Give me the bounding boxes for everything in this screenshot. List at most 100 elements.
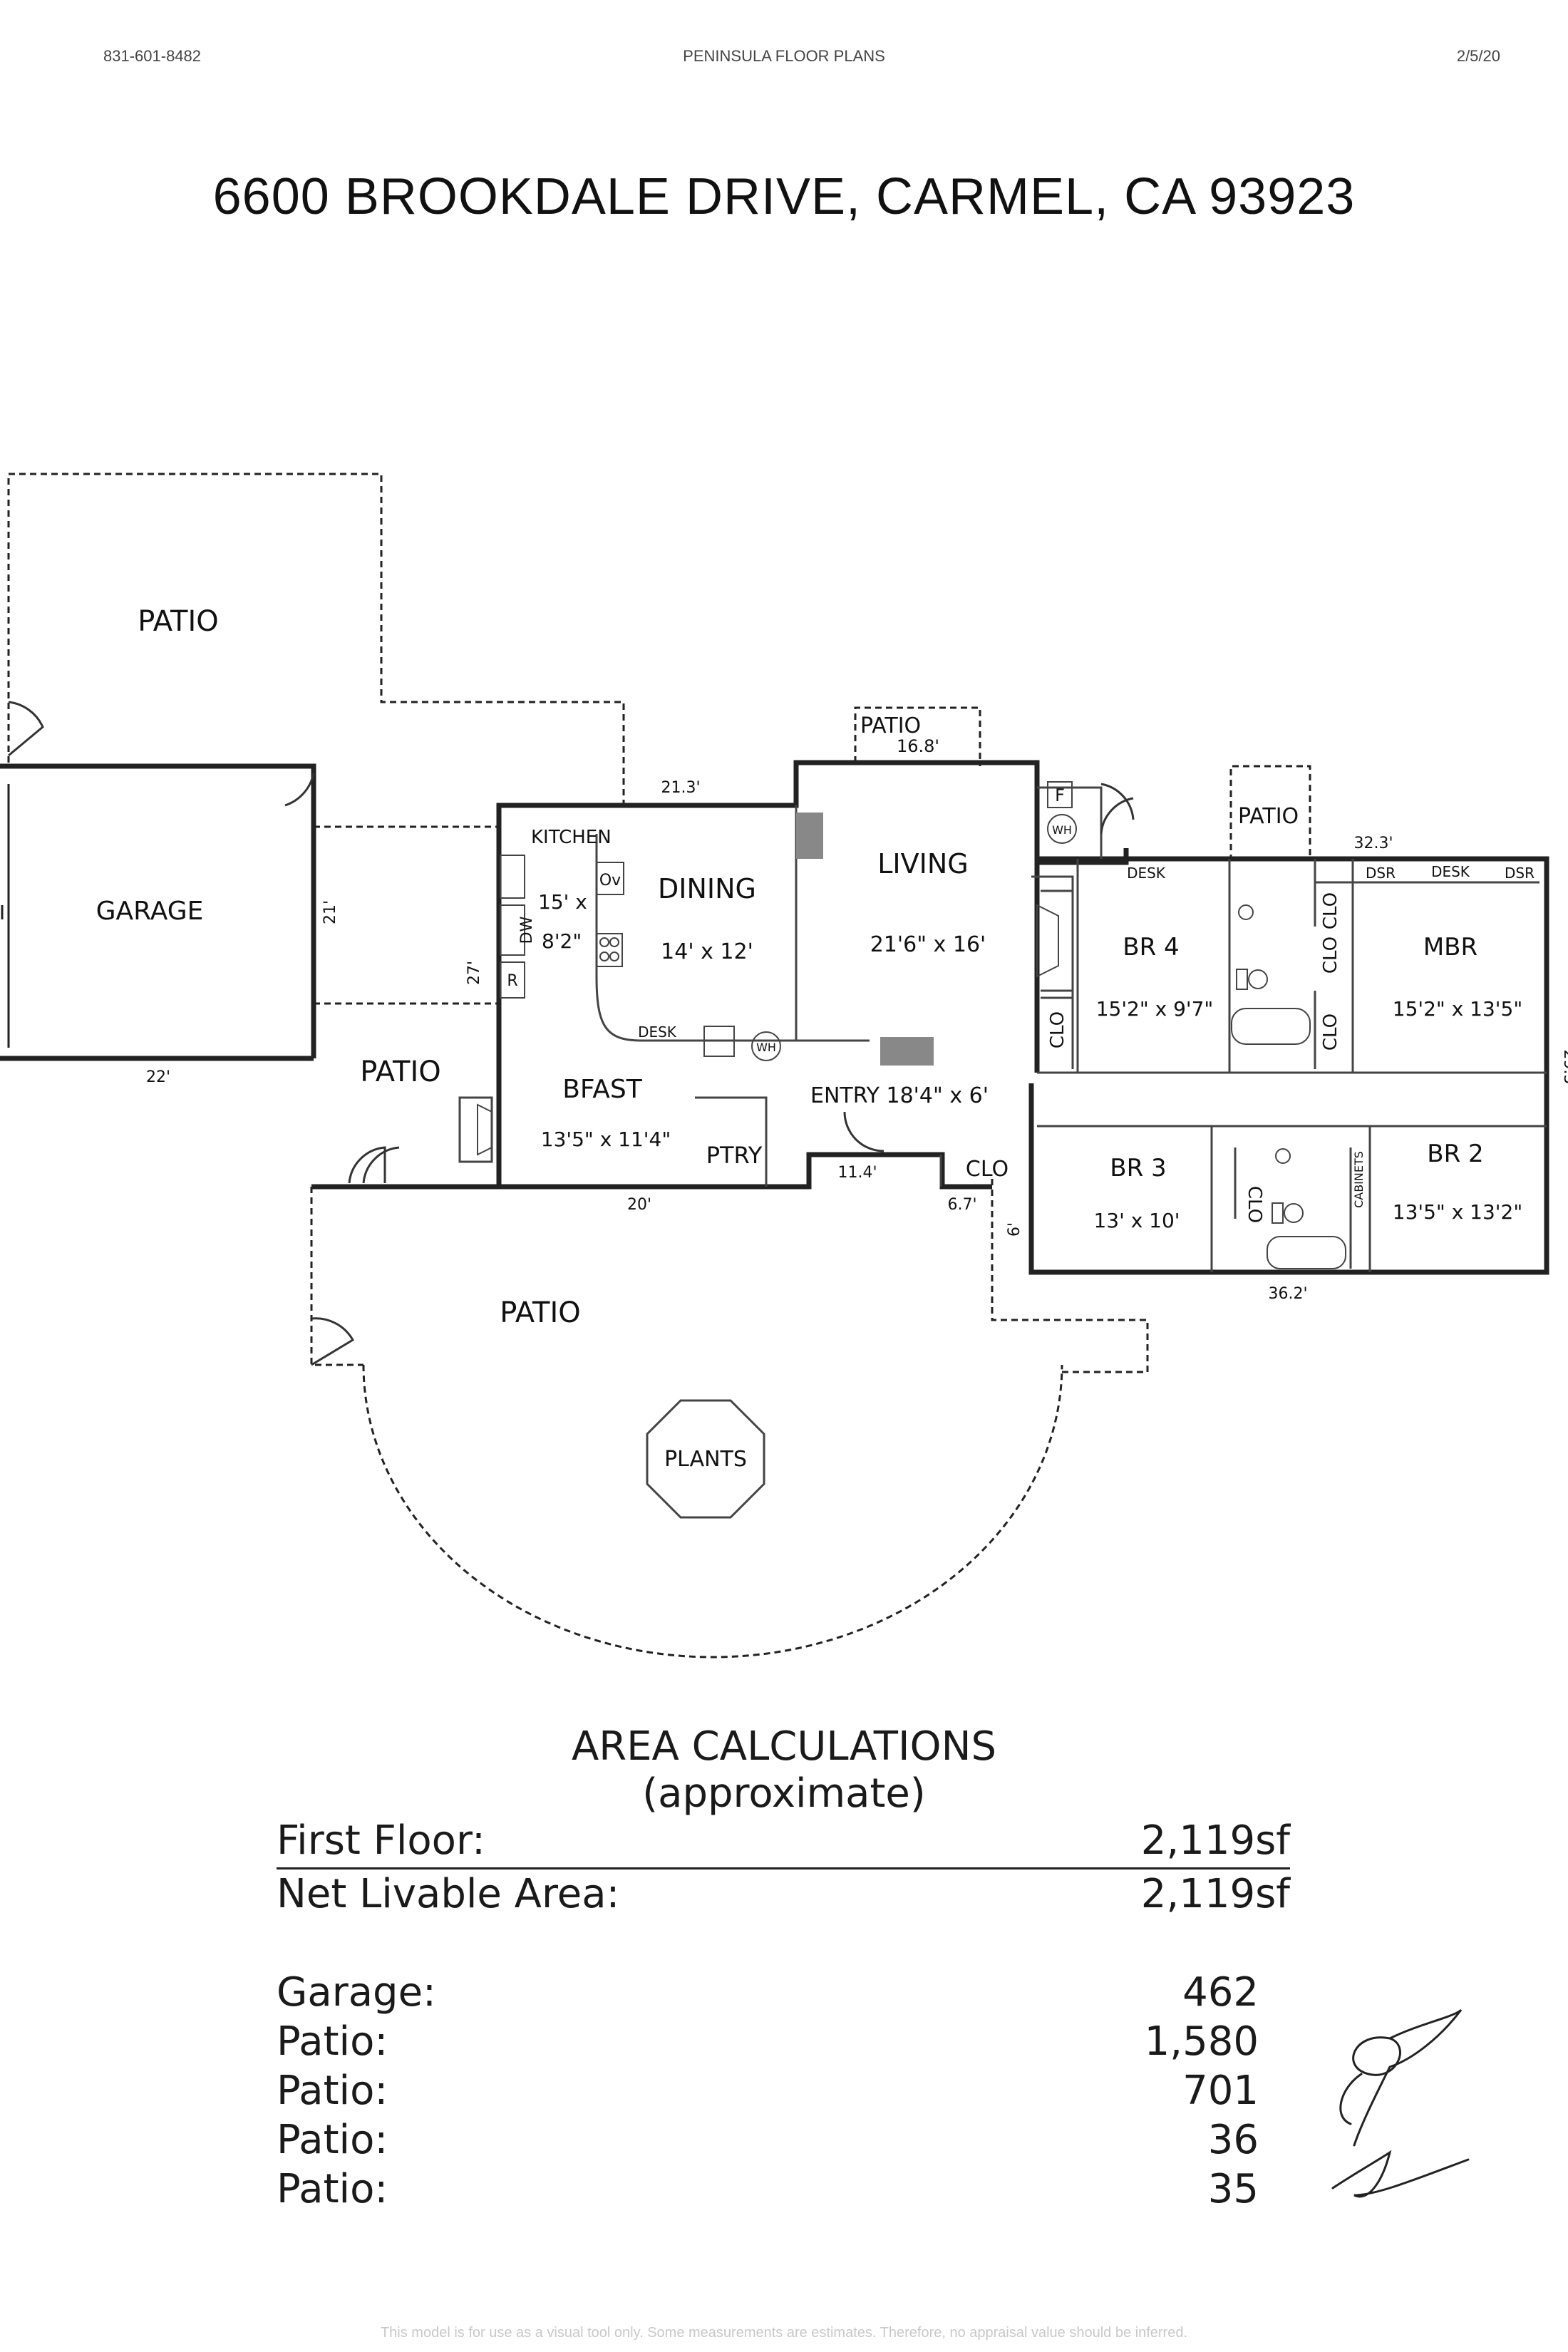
dim-living: 21'6" x 16' bbox=[870, 932, 986, 957]
garage-door bbox=[1, 784, 10, 1048]
area-label: Patio: bbox=[277, 2068, 388, 2114]
room-label-patio-nw: PATIO bbox=[138, 605, 219, 638]
floor-plan: PATIO PATIO 16.8' PATIO PATIO PATIO GARA… bbox=[0, 473, 1568, 1659]
room-label-kitchen: KITCHEN bbox=[531, 827, 612, 848]
room-label-garage: GARAGE bbox=[96, 897, 204, 926]
room-label-br3: BR 3 bbox=[1110, 1154, 1166, 1182]
dim-br3: 13' x 10' bbox=[1093, 1209, 1180, 1232]
dim-27: 27' bbox=[465, 961, 483, 985]
area-value: 35 bbox=[1207, 2166, 1259, 2212]
label-cabinets: CABINETS bbox=[1352, 1151, 1366, 1208]
room-label-patio-living: PATIO bbox=[860, 713, 921, 738]
label-oven: Ov bbox=[599, 872, 621, 889]
label-closet-br4: CLO bbox=[1047, 1011, 1068, 1048]
door-swings bbox=[8, 701, 1135, 1366]
dim-29-5: 29.5' bbox=[1560, 1049, 1568, 1088]
fixtures bbox=[477, 781, 1346, 1519]
refrigerator-icon bbox=[500, 961, 525, 999]
dim-21: 21' bbox=[321, 900, 339, 924]
dishwasher-icon bbox=[500, 904, 525, 956]
room-label-patio-west: PATIO bbox=[360, 1056, 441, 1088]
label-refrigerator: R bbox=[507, 972, 517, 990]
room-label-living: LIVING bbox=[877, 848, 968, 880]
cooktop-icon bbox=[596, 933, 623, 967]
water-heater-icon bbox=[1047, 814, 1077, 844]
area-label: Garage: bbox=[277, 1969, 436, 2016]
patio-outlines bbox=[7, 473, 1311, 1659]
dim-patio-living: 16.8' bbox=[897, 736, 939, 756]
dim-br4: 15'2" x 9'7" bbox=[1096, 997, 1214, 1021]
label-dresser-2: DSR bbox=[1505, 865, 1535, 882]
label-desk-br4: DESK bbox=[1127, 865, 1166, 882]
toilet-tank-icon bbox=[1272, 1202, 1284, 1224]
handwritten-initials-signature bbox=[1331, 2008, 1470, 2198]
toilet-icon bbox=[1248, 969, 1268, 989]
dim-32-3: 32.3' bbox=[1353, 835, 1393, 852]
dim-br2: 13'5" x 13'2" bbox=[1393, 1200, 1522, 1224]
room-labels: PATIO PATIO 16.8' PATIO PATIO PATIO GARA… bbox=[96, 605, 1523, 1472]
disclaimer-footer: This model is for use as a visual tool o… bbox=[380, 2325, 1188, 2341]
label-closet-br3: CLO bbox=[1244, 1186, 1265, 1223]
area-label: First Floor: bbox=[277, 1817, 485, 1864]
area-title-line2: (approximate) bbox=[642, 1770, 926, 1817]
area-label: Patio: bbox=[277, 2018, 388, 2065]
label-furnace: F bbox=[1055, 785, 1065, 805]
header-company: PENINSULA FLOOR PLANS bbox=[683, 47, 885, 65]
room-label-plants: PLANTS bbox=[664, 1447, 747, 1472]
toilet-icon bbox=[1284, 1203, 1304, 1223]
water-heater-icon bbox=[751, 1031, 781, 1061]
area-value: 701 bbox=[1182, 2068, 1259, 2114]
room-label-entry: ENTRY 18'4" x 6' bbox=[810, 1083, 989, 1108]
dim-6: 6' bbox=[1006, 1222, 1023, 1237]
dim-11-4: 11.4' bbox=[837, 1164, 877, 1182]
appliance-icon bbox=[703, 1026, 735, 1057]
stair-icon bbox=[880, 1037, 934, 1066]
label-desk-kitchen: DESK bbox=[638, 1023, 677, 1041]
fixture-labels: Ov DW R DESK WH WH F DESK DESK DSR DSR C… bbox=[507, 785, 1535, 1223]
area-value: 1,580 bbox=[1144, 2018, 1259, 2065]
room-label-mbr: MBR bbox=[1423, 933, 1477, 961]
label-dishwasher: DW bbox=[518, 916, 536, 944]
burner-icon bbox=[609, 937, 619, 947]
dim-kitchen-2: 8'2" bbox=[542, 929, 582, 953]
furnace-icon bbox=[1047, 781, 1073, 808]
dim-mbr: 15'2" x 13'5" bbox=[1393, 997, 1522, 1021]
room-label-br4: BR 4 bbox=[1123, 933, 1179, 961]
oven-icon bbox=[596, 862, 624, 895]
label-closet-entry: CLO bbox=[966, 1157, 1009, 1182]
dim-22: 22' bbox=[146, 1068, 170, 1086]
label-dresser-1: DSR bbox=[1366, 865, 1396, 882]
kitchen-sink-icon bbox=[500, 855, 525, 899]
bathroom-sink-icon bbox=[1238, 904, 1254, 920]
room-label-ptry: PTRY bbox=[706, 1142, 763, 1169]
area-value: 36 bbox=[1207, 2117, 1259, 2163]
room-label-br2: BR 2 bbox=[1427, 1140, 1483, 1168]
dim-bfast: 13'5" x 11'4" bbox=[541, 1128, 671, 1151]
fireplace-icon bbox=[477, 1103, 492, 1156]
dimension-labels: 21.3' 32.3' 21' 27' 22' 20' 11.4' 6.7' 6… bbox=[146, 779, 1568, 1303]
area-label: Patio: bbox=[277, 2166, 388, 2212]
area-row-first-floor: First Floor: 2,119sf bbox=[277, 1817, 1290, 1869]
burner-icon bbox=[609, 951, 619, 961]
area-value: 462 bbox=[1182, 1969, 1259, 2016]
bathroom-sink-icon bbox=[1275, 1148, 1291, 1164]
room-label-patio-main: PATIO bbox=[500, 1296, 581, 1329]
room-label-bfast: BFAST bbox=[562, 1075, 643, 1104]
dim-36-2: 36.2' bbox=[1268, 1285, 1307, 1303]
area-label: Patio: bbox=[277, 2117, 388, 2163]
area-value: 2,119sf bbox=[1140, 1817, 1290, 1864]
property-address-title: 6600 BROOKDALE DRIVE, CARMEL, CA 93923 bbox=[212, 168, 1356, 225]
dim-kitchen-1: 15' x bbox=[538, 890, 587, 914]
burner-icon bbox=[599, 951, 609, 961]
label-closet-bath: CLO bbox=[1320, 892, 1341, 929]
toilet-tank-icon bbox=[1236, 969, 1248, 990]
dim-dining: 14' x 12' bbox=[661, 939, 753, 964]
label-water-heater-2: WH bbox=[1052, 823, 1072, 837]
area-calculations-title: AREA CALCULATIONS (approximate) bbox=[0, 1723, 1568, 1817]
bathtub-icon bbox=[1267, 1236, 1346, 1269]
fireplace-hearth-icon bbox=[796, 813, 823, 859]
room-label-patio-bath: PATIO bbox=[1238, 804, 1299, 829]
header-date: 2/5/20 bbox=[1456, 47, 1500, 65]
label-closet-mbr-2: CLO bbox=[1320, 937, 1341, 974]
label-desk-mbr: DESK bbox=[1431, 863, 1470, 880]
